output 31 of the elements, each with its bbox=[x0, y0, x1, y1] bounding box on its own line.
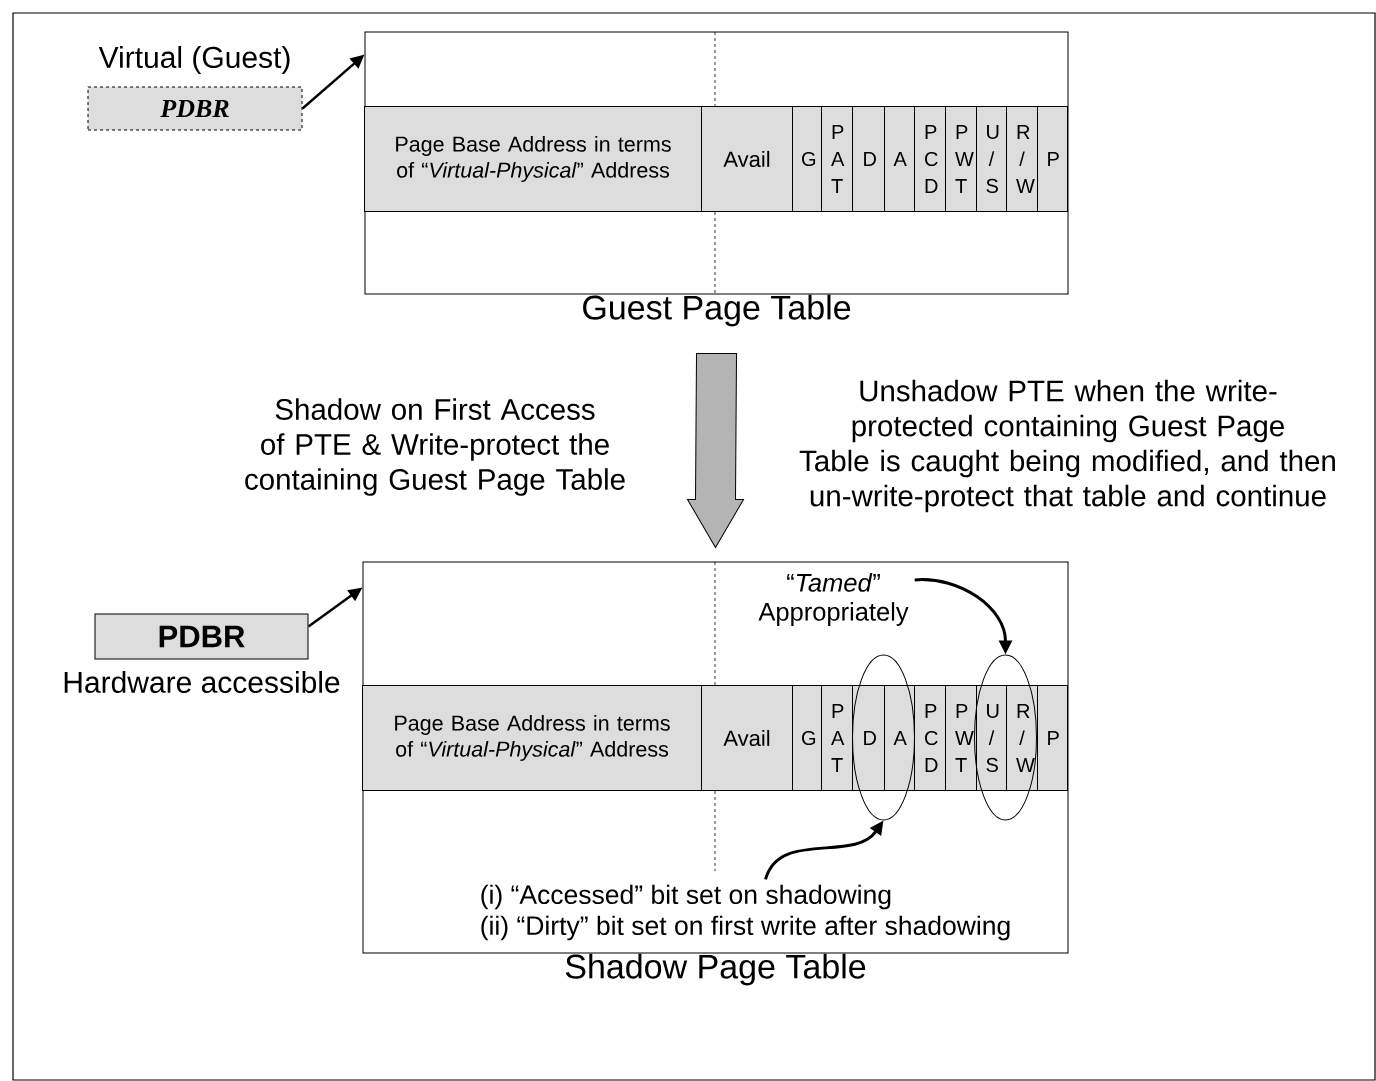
bit-field-cell: U / S bbox=[976, 685, 1007, 791]
bit-field-cell: P bbox=[1037, 685, 1068, 791]
note-text: Unshadow PTE when the write-protected containing Guest Page Table is caught being modified, and then un-write-protect that table and continue bbox=[799, 379, 1335, 513]
bit-field-cell: P W T bbox=[945, 106, 977, 212]
note-text: Shadow on First Access of PTE & Write-protect the containing Guest Page Table bbox=[245, 398, 625, 496]
bit-field-cell: P C D bbox=[914, 106, 946, 212]
bit-field-cell: R / W bbox=[1006, 106, 1038, 212]
bit-field-cell: P A T bbox=[821, 685, 853, 791]
bit-field-cell: A bbox=[884, 106, 915, 212]
bit-field-cell: D bbox=[852, 685, 885, 791]
register-box: PDBR bbox=[87, 86, 303, 131]
annotation-text: (i) “Accessed” bit set on shadowing (ii) “Dirty” bit set on first write after shadowing bbox=[481, 884, 1010, 941]
node-label: Shadow Page Table bbox=[565, 953, 866, 986]
block-arrow bbox=[687, 353, 744, 548]
highlight-ellipse bbox=[852, 654, 915, 821]
register-box: PDBR bbox=[94, 613, 309, 660]
bit-field-cell: G bbox=[792, 685, 822, 791]
bit-field-cell: D bbox=[852, 106, 885, 212]
bit-field-cell: U / S bbox=[976, 106, 1007, 212]
highlight-ellipse bbox=[974, 654, 1037, 821]
bit-field-cell: A bbox=[884, 685, 915, 791]
bit-field-cell: P C D bbox=[914, 685, 946, 791]
bit-field-cell: P bbox=[1037, 106, 1068, 212]
bit-field-cell: G bbox=[792, 106, 822, 212]
annotation-text: “Tamed” Appropriately bbox=[758, 573, 909, 626]
register-caption: Hardware accessible bbox=[64, 671, 340, 693]
register-caption: Virtual (Guest) bbox=[98, 46, 290, 74]
bit-field-cell: P W T bbox=[945, 685, 977, 791]
bit-field-cell: R / W bbox=[1006, 685, 1038, 791]
node-label: Guest Page Table bbox=[583, 294, 851, 327]
bit-field-cell: P A T bbox=[821, 106, 853, 212]
